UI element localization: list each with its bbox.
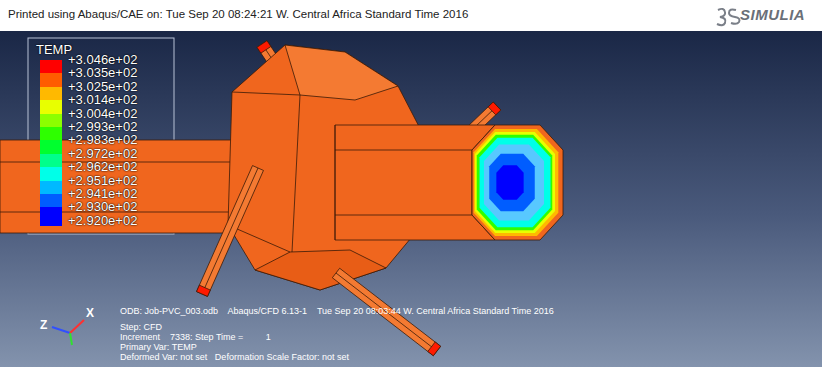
legend-value: +2.983e+02 xyxy=(68,132,137,147)
hub-edge xyxy=(292,95,300,252)
legend-value: +3.025e+02 xyxy=(68,79,137,94)
temperature-contour xyxy=(489,154,535,212)
legend-value: +2.962e+02 xyxy=(68,159,137,174)
info-text: Step: CFD xyxy=(120,322,162,332)
temperature-contour xyxy=(474,129,559,236)
info-text: ODB: Job-PVC_003.odb Abaqus/CFD 6.13-1 T… xyxy=(120,306,554,316)
legend-swatch xyxy=(40,100,62,113)
info-text: Printed using Abaqus/CAE on: Tue Sep 20 … xyxy=(8,8,468,20)
legend-value: +2.941e+02 xyxy=(68,186,137,201)
legend-swatch xyxy=(40,73,62,86)
rod-tip xyxy=(428,342,441,356)
inlet-pipe xyxy=(0,140,250,233)
legend-swatch xyxy=(40,140,62,153)
legend-swatch xyxy=(40,114,62,127)
legend-title: TEMP xyxy=(36,42,72,57)
outlet-pipe xyxy=(335,125,495,240)
brand-logo: SIMULIA xyxy=(740,6,805,23)
legend-swatch xyxy=(40,207,62,220)
info-text: Increment 7338: Step Time = 1 xyxy=(120,332,271,342)
legend-value: +2.951e+02 xyxy=(68,173,137,188)
legend-swatch xyxy=(40,194,62,207)
hub-face xyxy=(285,45,398,100)
rod-tip xyxy=(257,41,271,53)
legend-swatch xyxy=(40,181,62,194)
temperature-contour xyxy=(484,145,544,221)
pipe-edge xyxy=(335,150,472,151)
temperature-contour xyxy=(477,135,553,230)
temperature-contour xyxy=(472,125,563,240)
header-band xyxy=(0,0,822,31)
rod-tip xyxy=(488,102,501,115)
legend-value: +3.014e+02 xyxy=(68,92,137,107)
hub-face xyxy=(255,250,386,290)
info-text: Primary Var: TEMP xyxy=(120,342,197,352)
axis-label: Z xyxy=(40,318,47,332)
legend-swatch xyxy=(40,127,62,140)
hub-edge xyxy=(232,92,300,95)
legend-value: +3.046e+02 xyxy=(68,52,137,67)
viewport-background xyxy=(0,31,822,367)
axis-triad xyxy=(52,320,84,345)
rod-edge xyxy=(204,168,258,290)
temperature-contour xyxy=(475,132,555,233)
legend-value: +2.972e+02 xyxy=(68,146,137,161)
pipe-edge xyxy=(335,125,336,240)
temperature-contour xyxy=(480,138,551,228)
legend-value: +3.004e+02 xyxy=(68,106,137,121)
axis-label: X xyxy=(86,306,94,320)
temperature-contour xyxy=(496,165,523,200)
legend-value: +2.993e+02 xyxy=(68,119,137,134)
simulia-logo-mark xyxy=(717,9,740,25)
legend-swatch xyxy=(40,60,62,73)
support-rod xyxy=(197,166,264,297)
pipe-edge xyxy=(335,215,472,216)
rod-tip xyxy=(197,285,211,296)
info-text: Deformed Var: not set Deformation Scale … xyxy=(120,352,349,362)
legend-value: +2.930e+02 xyxy=(68,199,137,214)
legend-value: +2.920e+02 xyxy=(68,213,137,228)
legend-swatch xyxy=(40,87,62,100)
legend-swatch xyxy=(40,221,62,226)
legend-value: +3.035e+02 xyxy=(68,65,137,80)
legend-swatch xyxy=(40,167,62,180)
legend-swatch xyxy=(40,154,62,167)
